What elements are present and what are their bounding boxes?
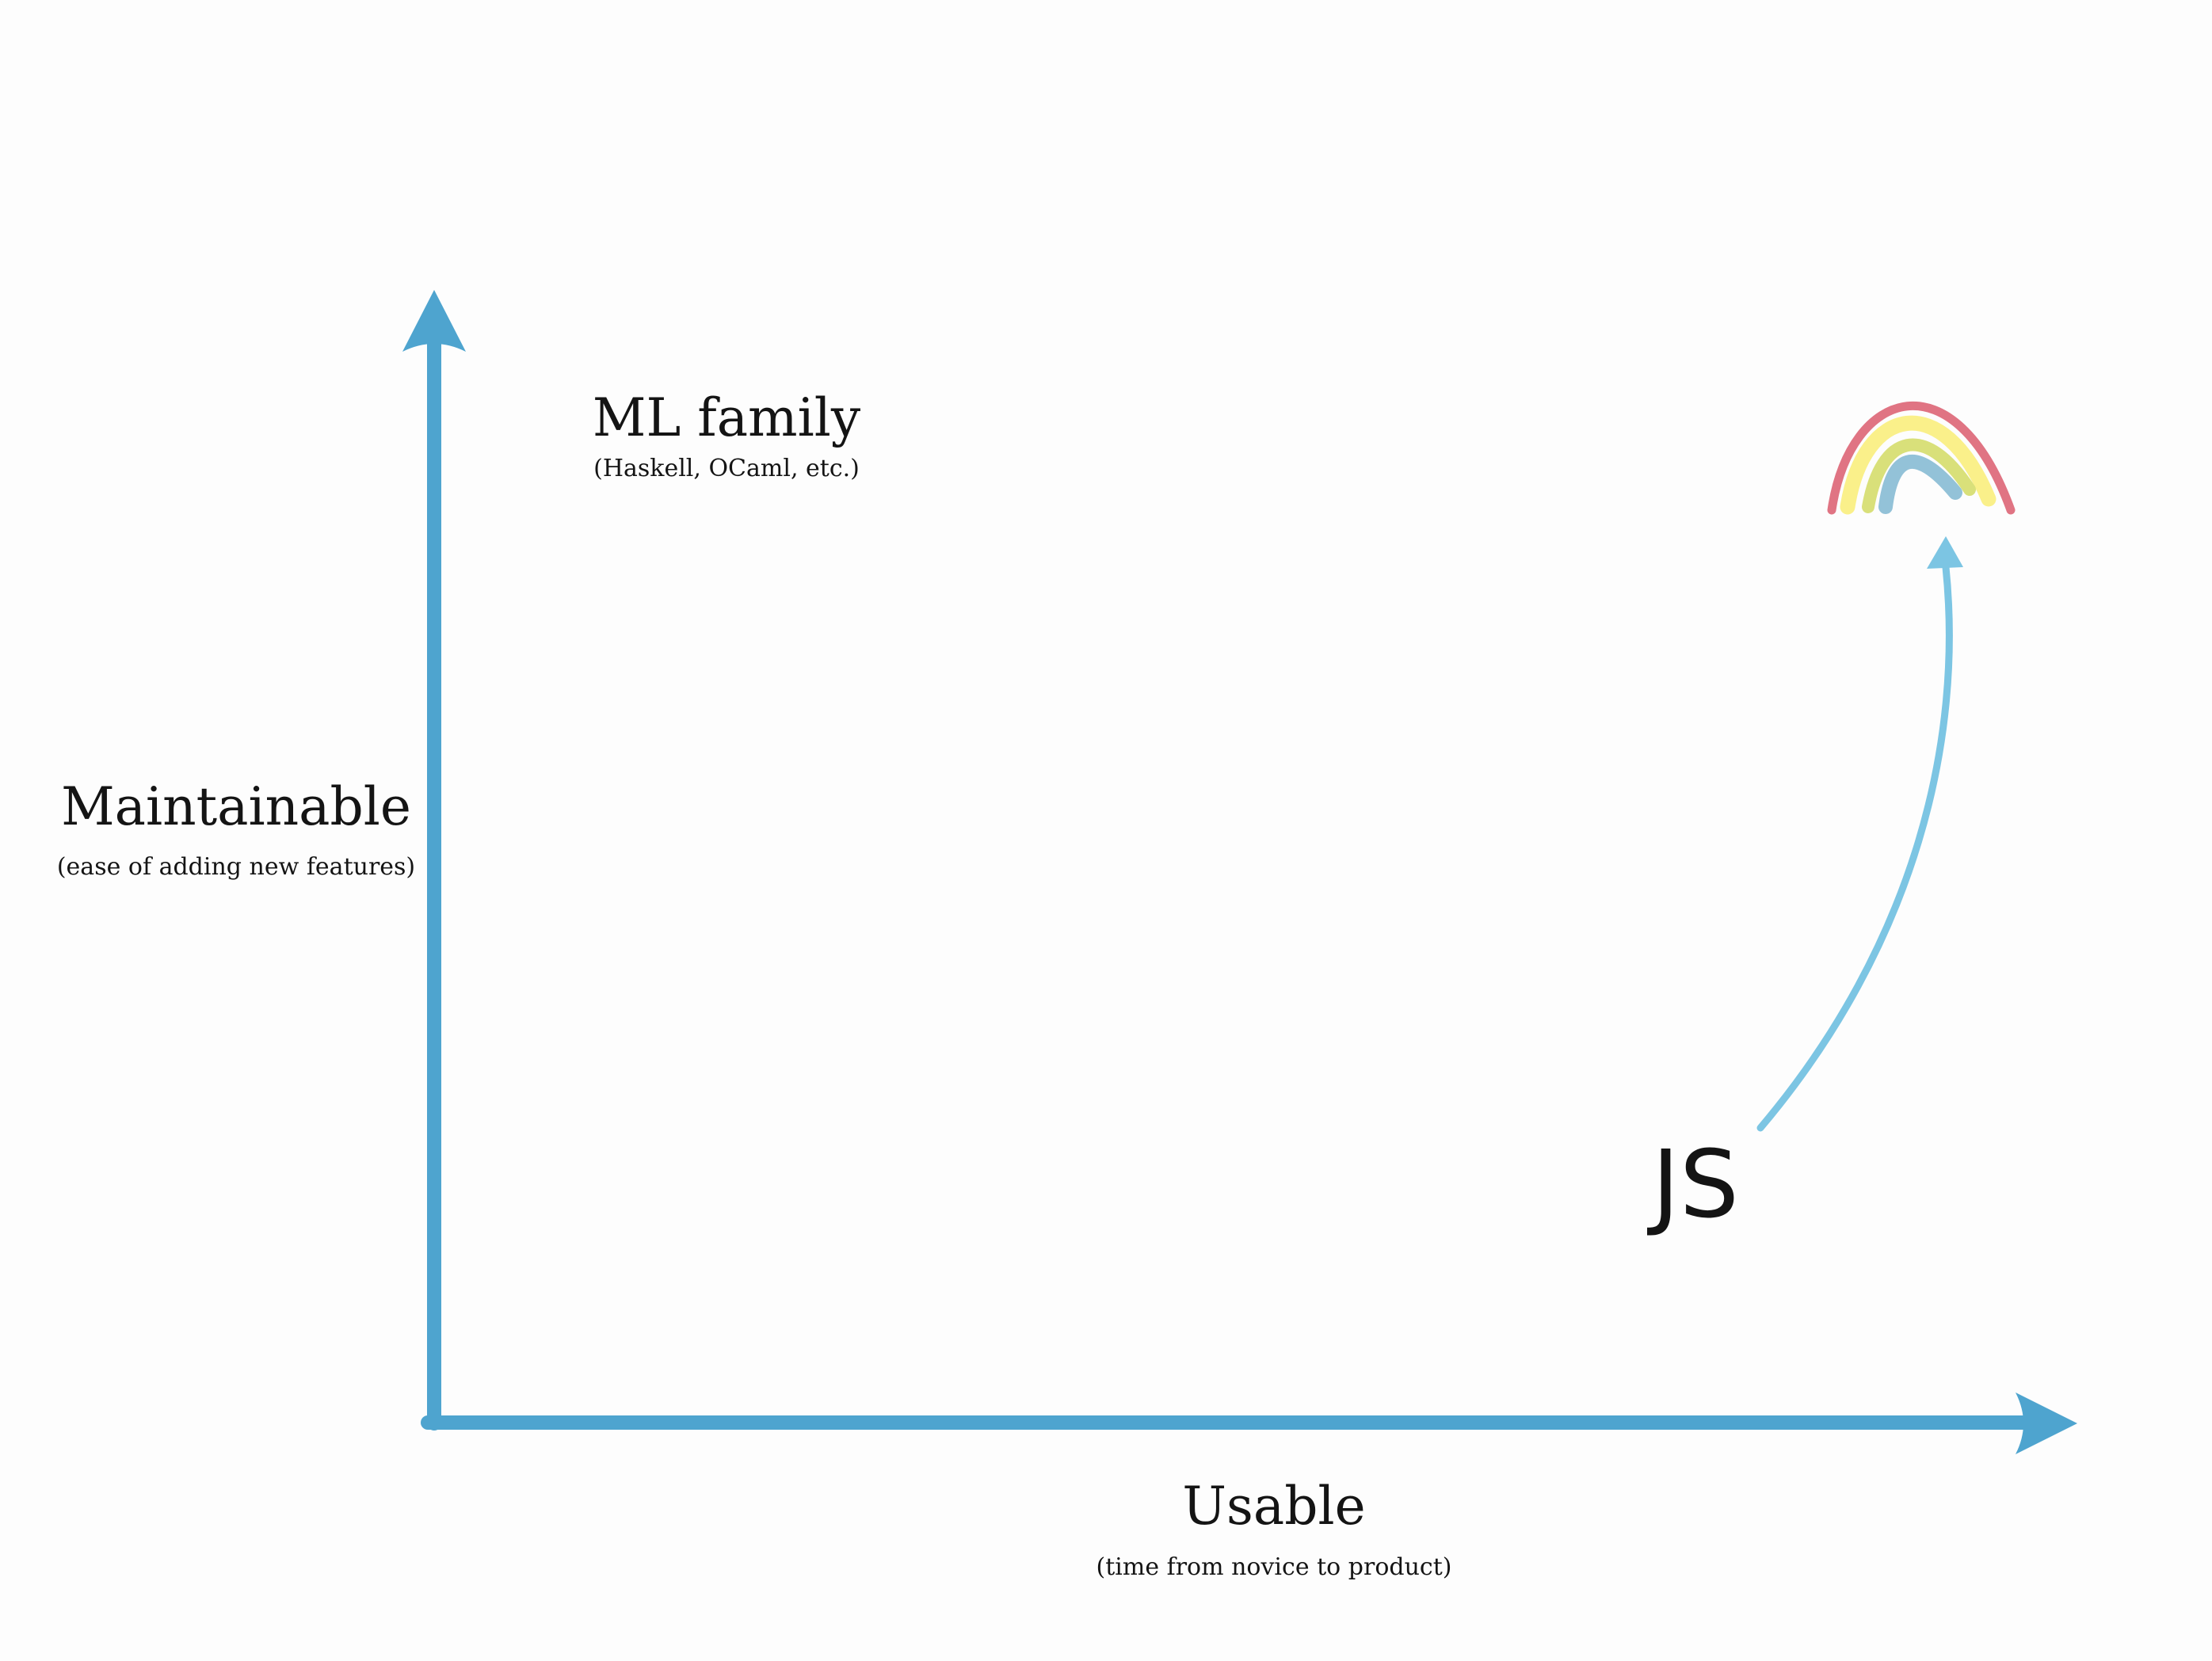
x-axis-sublabel: (time from novice to product): [1096, 1553, 1452, 1581]
y-axis: [402, 290, 466, 1431]
js-label: JS: [1652, 1130, 1739, 1239]
x-axis-label: Usable: [1182, 1476, 1366, 1537]
y-axis-sublabel: (ease of adding new features): [56, 853, 416, 881]
ml-family-label: ML family: [592, 387, 861, 448]
y-axis-label: Maintainable: [61, 776, 411, 837]
x-axis: [421, 1392, 2077, 1454]
x-axis-arrowhead: [2016, 1392, 2077, 1454]
y-axis-arrowhead: [402, 290, 466, 352]
js-arrow: [1756, 536, 1963, 1132]
rainbow-icon: [1827, 401, 2016, 515]
ml-family-examples-label: (Haskell, OCaml, etc.): [593, 455, 860, 482]
